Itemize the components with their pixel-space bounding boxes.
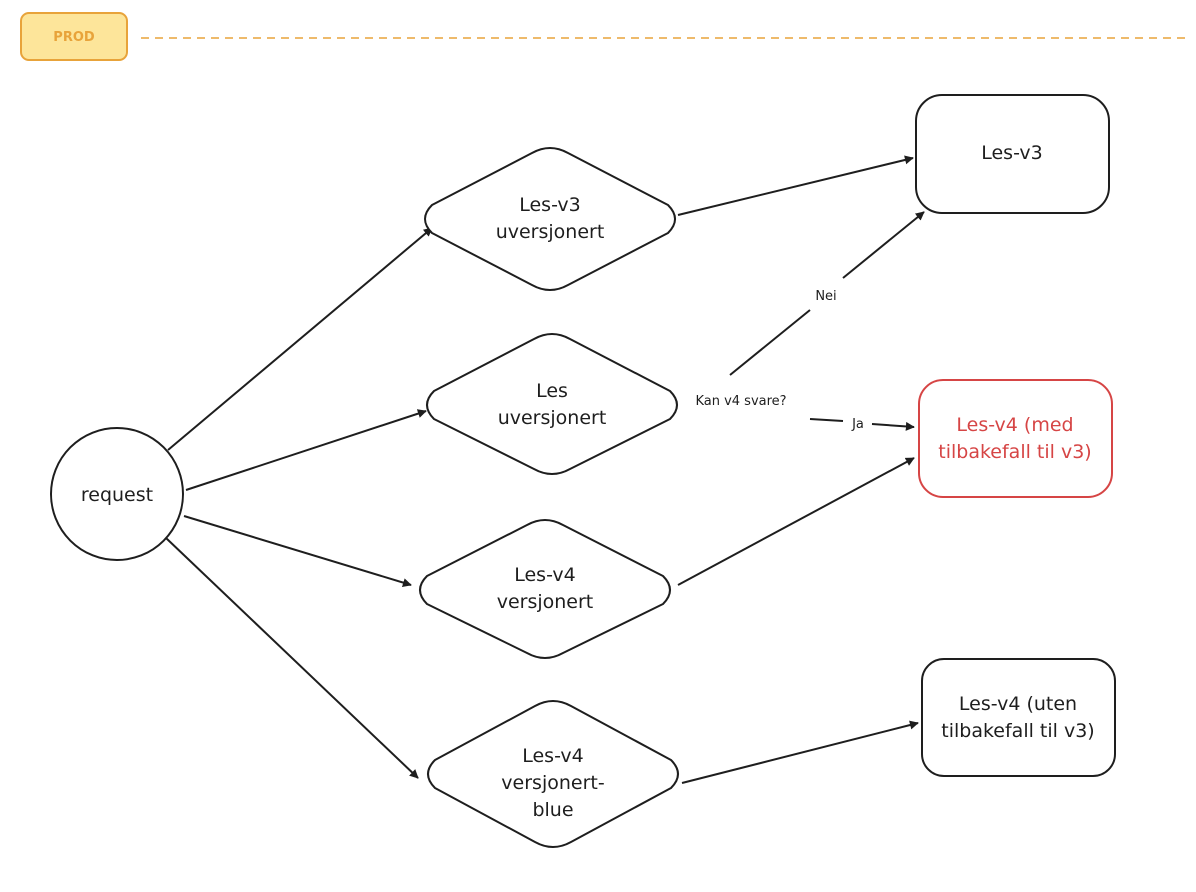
edges [165, 155, 925, 784]
les-v4-versjonert-line2: versjonert [497, 591, 594, 613]
node-les-v3-uversjonert: Les-v3 uversjonert [424, 147, 676, 291]
les-v4-versjonert-line1: Les-v4 [514, 564, 576, 586]
node-request: request [50, 427, 184, 561]
node-les-v4-uten: Les-v4 (uten tilbakefall til v3) [921, 658, 1116, 777]
prod-badge [20, 12, 128, 61]
edge-question-to-les-v3-upper [842, 211, 925, 279]
les-v4-med-line2: tilbakefall til v3) [938, 441, 1091, 463]
no-label: Nei [815, 289, 836, 304]
request-circle [50, 427, 184, 561]
les-v4-versjonert-blue-diamond [427, 700, 679, 848]
les-v3-label: Les-v3 [981, 142, 1043, 164]
les-v4-med-line1: Les-v4 (med [956, 414, 1073, 436]
edge-labels: Kan v4 svare? Nei Ja [695, 289, 863, 432]
les-v4-versjonert-blue-line1: Les-v4 [522, 745, 584, 767]
les-v3-uversjonert-diamond [424, 147, 676, 291]
node-les-v3: Les-v3 [915, 94, 1110, 214]
les-uversjonert-diamond [426, 333, 678, 475]
edge-question-to-les-v4-med-left [809, 418, 844, 422]
les-v3-uversjonert-line1: Les-v3 [519, 194, 581, 216]
environment-header: PROD [20, 12, 1190, 61]
les-v4-versjonert-blue-line3: blue [532, 799, 573, 821]
les-v3-uversjonert-line2: uversjonert [496, 221, 605, 243]
node-les-v4-versjonert-blue: Les-v4 versjonert- blue [427, 700, 679, 848]
edge-request-to-les-uversjonert [185, 409, 427, 491]
yes-label: Ja [851, 417, 864, 432]
les-v4-uten-line1: Les-v4 (uten [959, 693, 1077, 715]
edge-request-to-les-v4-versjonert-blue [165, 537, 419, 779]
node-les-v4-med: Les-v4 (med tilbakefall til v3) [918, 379, 1113, 498]
les-v4-uten-line2: tilbakefall til v3) [941, 720, 1094, 742]
edge-question-to-les-v4-med-right [871, 421, 915, 431]
les-v4-med-box [918, 379, 1113, 498]
question-label: Kan v4 svare? [695, 394, 786, 409]
edge-les-v4-versjonert-to-les-v4-med [677, 457, 915, 586]
les-v3-box [915, 94, 1110, 214]
prod-label: PROD [53, 30, 95, 45]
edge-question-to-les-v3-lower [729, 309, 811, 376]
les-v4-versjonert-diamond [419, 519, 671, 659]
edge-request-to-les-v3-uversjonert [167, 227, 433, 451]
node-les-uversjonert: Les uversjonert [426, 333, 678, 475]
edge-request-to-les-v4-versjonert [183, 515, 412, 587]
edge-les-v4-versjonert-blue-to-les-v4-uten [681, 720, 919, 784]
les-uversjonert-line1: Les [536, 380, 568, 402]
les-uversjonert-line2: uversjonert [498, 407, 607, 429]
request-label: request [81, 484, 153, 506]
node-les-v4-versjonert: Les-v4 versjonert [419, 519, 671, 659]
les-v4-uten-box [921, 658, 1116, 777]
les-v4-versjonert-blue-line2: versjonert- [501, 772, 604, 794]
edge-les-v3-uversjonert-to-les-v3 [677, 155, 914, 216]
